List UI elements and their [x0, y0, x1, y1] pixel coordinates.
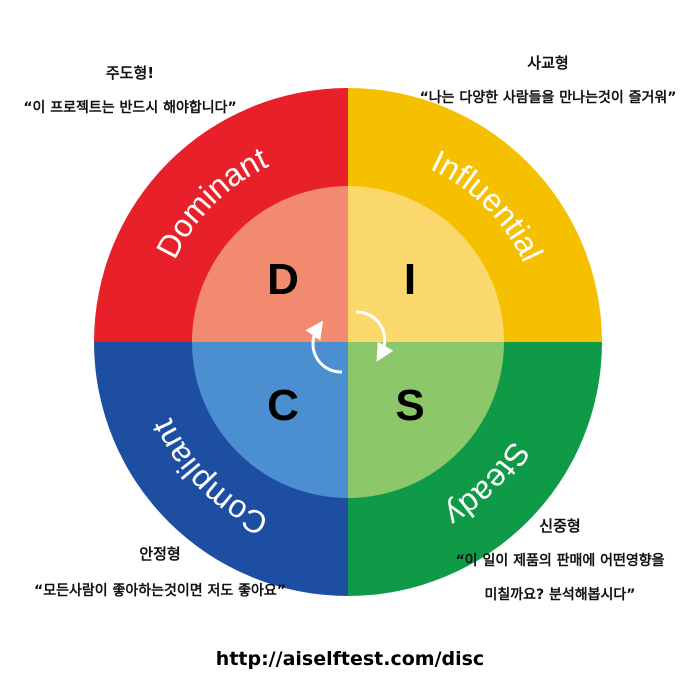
- steady-quote-line1: “이 일이 제품의 판매에 어떤영향을: [455, 553, 665, 569]
- letter-i: I: [404, 255, 416, 304]
- source-url: http://aiselftest.com/disc: [215, 648, 485, 670]
- steady-type-name: 신중형: [539, 517, 581, 535]
- steady-caption: 신중형 “이 일이 제품의 판매에 어떤영향을 미칠까요? 분석해봅시다”: [420, 515, 700, 604]
- steady-inner-quadrant: [348, 342, 504, 498]
- letter-c: C: [267, 381, 299, 430]
- influential-quote: “나는 다양한 사람들을 만나는것이 즐거워”: [419, 90, 677, 106]
- rotation-arrows-icon: [305, 310, 394, 374]
- steady-quote-line2: 미칠까요? 분석해봅시다”: [484, 587, 636, 603]
- compliant-caption: 안정형 “모든사람이 좋아하는것이면 저도 좋아요”: [0, 543, 320, 600]
- dominant-type-name: 주도형!: [105, 64, 155, 82]
- dominant-caption: 주도형! “이 프로젝트는 반드시 해야합니다”: [0, 62, 260, 117]
- letter-s: S: [395, 381, 424, 430]
- dominant-inner-quadrant: [192, 186, 348, 342]
- letter-d: D: [267, 255, 299, 304]
- compliant-inner-quadrant: [192, 342, 348, 498]
- influential-inner-quadrant: [348, 186, 504, 342]
- influential-caption: 사교형 “나는 다양한 사람들을 만나는것이 즐거워”: [398, 52, 698, 107]
- compliant-type-name: 안정형: [139, 545, 181, 563]
- compliant-quote: “모든사람이 좋아하는것이면 저도 좋아요”: [34, 583, 286, 599]
- influential-type-name: 사교형: [527, 54, 569, 72]
- dominant-quote: “이 프로젝트는 반드시 해야합니다”: [23, 100, 237, 116]
